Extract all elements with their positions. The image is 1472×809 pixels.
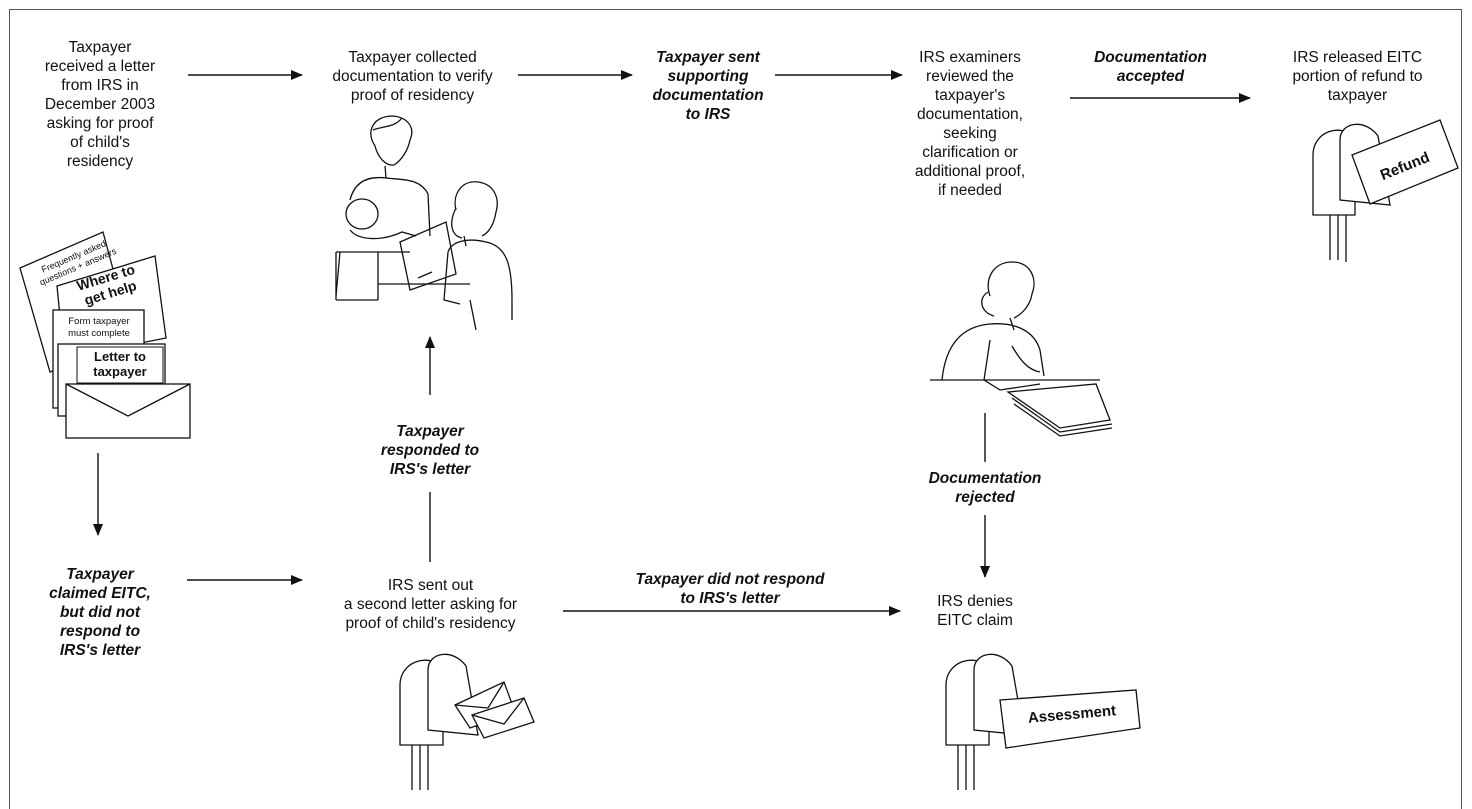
step-collected-documentation: Taxpayer collected documentation to veri… bbox=[332, 49, 493, 104]
label-documentation-accepted: Documentation accepted bbox=[1094, 49, 1207, 85]
step-examiners-reviewed: IRS examiners reviewed the taxpayer's do… bbox=[914, 49, 1026, 199]
step-released-refund: IRS released EITC portion of refund to t… bbox=[1292, 49, 1423, 104]
diagram-frame bbox=[9, 9, 1462, 809]
step-second-letter: IRS sent out a second letter asking for … bbox=[343, 577, 518, 632]
mailbox-assessment-illustration bbox=[945, 653, 1141, 790]
step-received-letter: Taxpayer received a letter from IRS in D… bbox=[44, 39, 156, 170]
collecting-documentation-illustration bbox=[335, 115, 513, 331]
doc-form-label: Form taxpayer must complete bbox=[68, 316, 130, 339]
step-irs-denies: IRS denies EITC claim bbox=[937, 593, 1013, 629]
label-taxpayer-responded: Taxpayer responded to IRS's letter bbox=[380, 423, 480, 478]
mailbox-letter-illustration bbox=[399, 653, 535, 790]
step-sent-documentation: Taxpayer sent supporting documentation t… bbox=[652, 49, 764, 123]
doc-letter-label: Letter to taxpayer bbox=[93, 349, 147, 379]
label-did-not-respond: Taxpayer did not respond to IRS's letter bbox=[635, 571, 825, 607]
mailbox-refund-illustration bbox=[1312, 119, 1459, 262]
step-claimed-no-response: Taxpayer claimed EITC, but did not respo… bbox=[49, 566, 151, 659]
label-documentation-rejected: Documentation rejected bbox=[928, 470, 1042, 506]
letter-packet-illustration bbox=[19, 231, 191, 439]
examiner-illustration bbox=[930, 261, 1113, 437]
